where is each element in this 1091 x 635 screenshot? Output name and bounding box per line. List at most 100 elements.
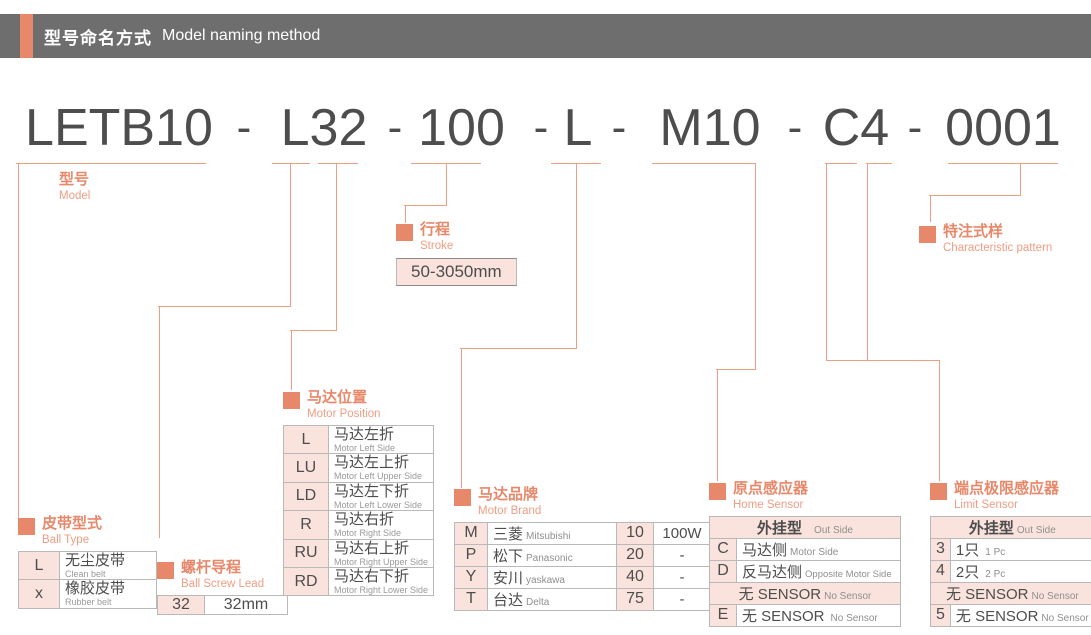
desc-en: Motor Left Lower Side	[334, 499, 423, 510]
desc-cn: 马达左折	[334, 425, 395, 443]
brand-cn: 台达	[493, 591, 524, 609]
table-subheader-row: 外挂型 Out Side	[709, 515, 901, 539]
code-segment-characteristic: 0001	[945, 99, 1061, 157]
desc-en: Motor Left Upper Side	[334, 471, 423, 482]
underline-characteristic	[948, 163, 1058, 164]
table-row: R 马达右折 Motor Right Side	[283, 510, 435, 540]
group-home-sensor-label-en: Home Sensor	[733, 498, 804, 511]
subheader-en: Out Side	[814, 524, 853, 536]
group-motor-position-label-cn: 马达位置	[307, 389, 368, 406]
group-motor-position: 马达位置 Motor Position L 马达左折 Motor Left Si…	[283, 389, 435, 597]
code-separator-3: -	[533, 103, 549, 152]
connector-belttype-v2	[159, 306, 160, 538]
brand-en: Delta	[526, 596, 550, 608]
motor-power-value: -	[653, 543, 711, 567]
motor-position-code: LU	[283, 453, 329, 483]
underline-homesensor-a	[825, 163, 857, 164]
header-accent-bar	[20, 14, 33, 58]
subheader-cn: 无 SENSOR	[738, 585, 822, 603]
group-characteristic-label-cn: 特注式样	[943, 223, 1004, 240]
desc-en: Clean belt	[65, 568, 106, 579]
group-motor-position-label-en: Motor Position	[307, 407, 381, 420]
connector-motorbrand-h1	[460, 348, 577, 349]
characteristic-marker-square	[919, 226, 936, 243]
subheader-cn: 外挂型	[757, 519, 803, 537]
header-title-en: Model naming method	[162, 27, 321, 44]
group-stroke-label-cn: 行程	[420, 221, 451, 238]
desc-en: Motor Left Side	[334, 442, 396, 453]
group-belt-type-label-en: Ball Type	[42, 533, 90, 546]
home-sensor-marker-square	[709, 483, 726, 500]
desc-cn: 无尘皮带	[65, 551, 126, 569]
connector-characteristic-h1	[929, 195, 1021, 196]
group-screw-lead: 螺杆导程 Ball Screw Lead 32 32mm	[157, 560, 288, 615]
desc-cn: 橡胶皮带	[65, 580, 126, 598]
stroke-value: 50-3050mm	[396, 257, 517, 286]
screw-lead-code: 32	[157, 594, 205, 615]
connector-homesensor-h1	[716, 369, 756, 370]
belt-type-desc: 无尘皮带 Clean belt	[59, 550, 157, 581]
limit-sensor-code: 3	[930, 537, 951, 561]
belt-type-marker-square	[18, 518, 35, 535]
home-sensor-code: E	[709, 603, 737, 627]
connector-homesensor-v1	[755, 163, 756, 370]
screw-lead-value: 32mm	[204, 594, 288, 615]
desc-cn: 马达右下折	[334, 568, 410, 585]
brand-cn: 三菱	[493, 525, 524, 543]
connector-motorpos-h1	[290, 330, 337, 331]
table-row: LD 马达左下折 Motor Left Lower Side	[283, 481, 435, 512]
table-row: RU 马达右上折 Motor Right Upper Side	[283, 538, 435, 569]
group-characteristic: 特注式样 Characteristic pattern	[919, 224, 1052, 254]
code-separator-5: -	[787, 103, 803, 152]
motor-power-code: 20	[616, 543, 654, 567]
limit-sensor-marker-square	[930, 483, 947, 500]
header-title: 型号命名方式 Model naming method	[44, 14, 320, 58]
motor-power-value: -	[653, 587, 711, 611]
brand-en: Mitsubishi	[526, 530, 571, 542]
underline-homesensor-b	[866, 163, 892, 164]
limit-sensor-code: 4	[930, 559, 951, 583]
connector-motorpos-v1	[336, 163, 337, 331]
code-segment-model: LETB10	[25, 99, 213, 157]
desc-en: Motor Right Side	[334, 528, 402, 539]
motor-position-code: L	[283, 424, 329, 455]
motor-power-code: 40	[616, 565, 654, 589]
belt-type-code: L	[18, 550, 60, 581]
group-screw-lead-label-cn: 螺杆导程	[181, 559, 242, 576]
underline-lead-b	[318, 163, 358, 164]
brand-en: yaskawa	[526, 574, 565, 586]
belt-type-code: x	[18, 579, 60, 609]
motor-position-code: RD	[283, 566, 329, 597]
connector-stroke-v1	[446, 163, 447, 205]
code-segment-lead: L32	[280, 99, 368, 157]
desc-en: Motor Right Lower Side	[334, 585, 429, 595]
group-model: 型号 Model	[52, 172, 90, 202]
desc-cn: 无 SENSOR	[742, 607, 825, 625]
motor-brand-code: Y	[454, 565, 488, 589]
connector-motorpos-v2	[291, 330, 292, 390]
code-separator-1: -	[236, 103, 252, 152]
motor-position-code: R	[283, 510, 329, 540]
desc-cn: 1只	[955, 541, 980, 559]
limit-sensor-code: 5	[930, 603, 951, 627]
motor-power-code: 10	[616, 521, 654, 545]
motor-brand-code: T	[454, 587, 488, 611]
page-header: 型号命名方式 Model naming method	[0, 14, 1091, 58]
desc-cn: 马达左上折	[334, 454, 410, 472]
connector-stroke-v2	[405, 205, 406, 223]
